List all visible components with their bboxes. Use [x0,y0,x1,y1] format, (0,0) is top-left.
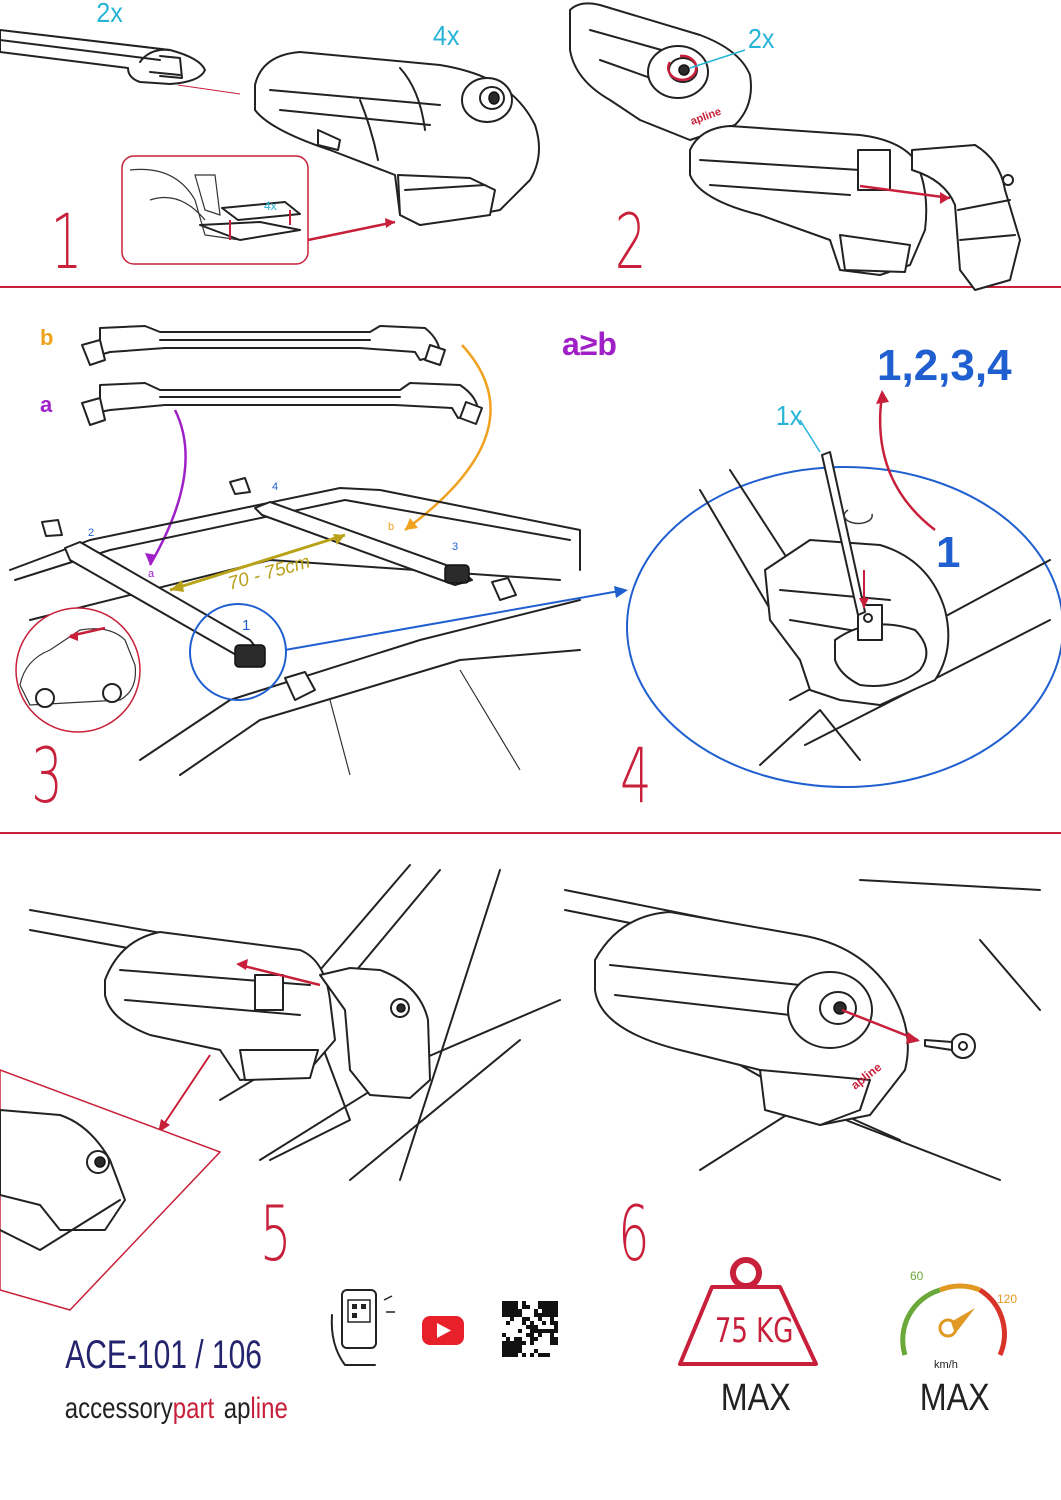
phone-qr-icon [330,1289,395,1366]
step1-number: 1 [51,199,82,287]
step3-illustration [9,325,628,776]
brand-ap: ap [224,1390,251,1424]
qr-code-icon[interactable] [502,1301,558,1357]
step2-qty: 2x [748,23,775,55]
step4-callout-number: 1 [936,528,960,577]
speed-low: 60 [910,1269,924,1283]
brand-line-word: line [250,1390,287,1424]
step4-illustration [626,390,1061,788]
foot-label-2: 2 [88,527,94,539]
brand-prefix: accessory [65,1390,173,1424]
step2-number: 2 [615,199,646,287]
step1-illustration [0,29,540,265]
step2-illustration [569,2,1021,291]
bar-mark-b: b [388,521,394,533]
step1-bar-qty: 2x [96,0,123,28]
step4-sequence: 1,2,3,4 [877,341,1012,390]
bar-b-label: b [40,325,53,350]
step4-qty: 1x [776,400,803,432]
bar-mark-a: a [148,568,155,580]
step3-number: 3 [31,733,62,821]
step5-illustration [0,864,561,1311]
bar-rule-text: a≥b [562,326,617,362]
step1-foot-qty: 4x [433,20,460,52]
weight-icon [678,1257,818,1366]
speed-max: MAX [920,1377,990,1419]
youtube-icon[interactable] [422,1316,464,1345]
brand-part: part [173,1390,215,1424]
step5-number: 5 [260,1191,291,1279]
step6-number: 6 [618,1191,649,1279]
model-number: ACE-101 / 106 [65,1333,262,1377]
foot-label-1: 1 [242,617,250,634]
step1-pad-qty: 4x [264,199,277,213]
car-direction-inset [15,607,141,733]
weight-value: 75 KG [715,1312,794,1351]
foot-label-4: 4 [272,481,278,493]
weight-max: MAX [721,1377,791,1419]
step4-number: 4 [620,733,651,821]
foot-label-3: 3 [452,541,458,553]
speed-unit: km/h [934,1359,958,1371]
speedometer-icon [900,1283,1007,1357]
step6-illustration [564,879,1041,1181]
speed-high: 120 [997,1292,1017,1306]
bar-a-label: a [40,392,53,417]
